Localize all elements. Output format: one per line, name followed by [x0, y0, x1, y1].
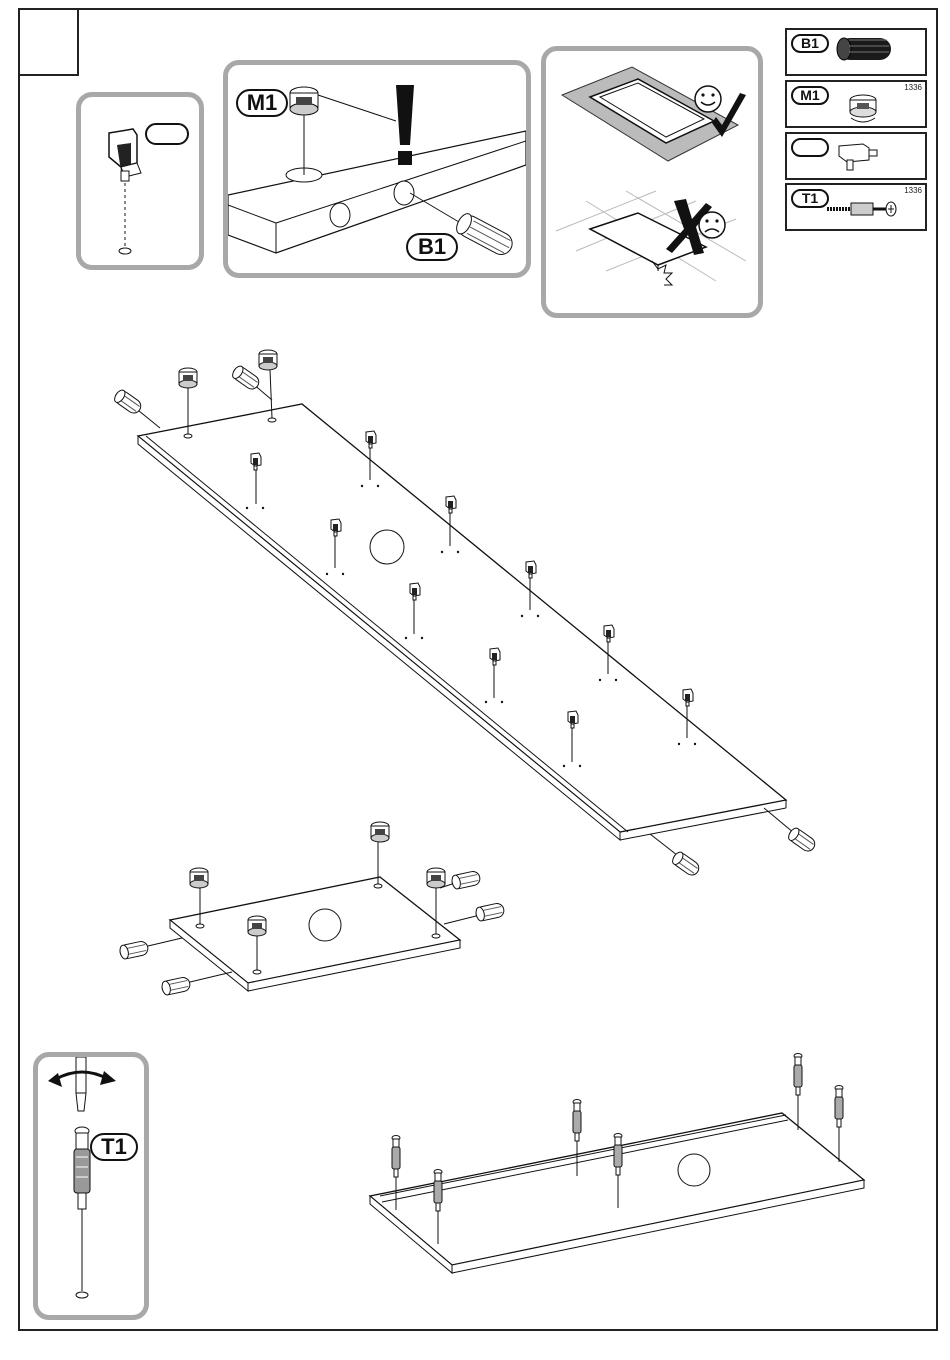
- small-top-panel: [170, 877, 460, 991]
- long-side-panel: [138, 404, 786, 840]
